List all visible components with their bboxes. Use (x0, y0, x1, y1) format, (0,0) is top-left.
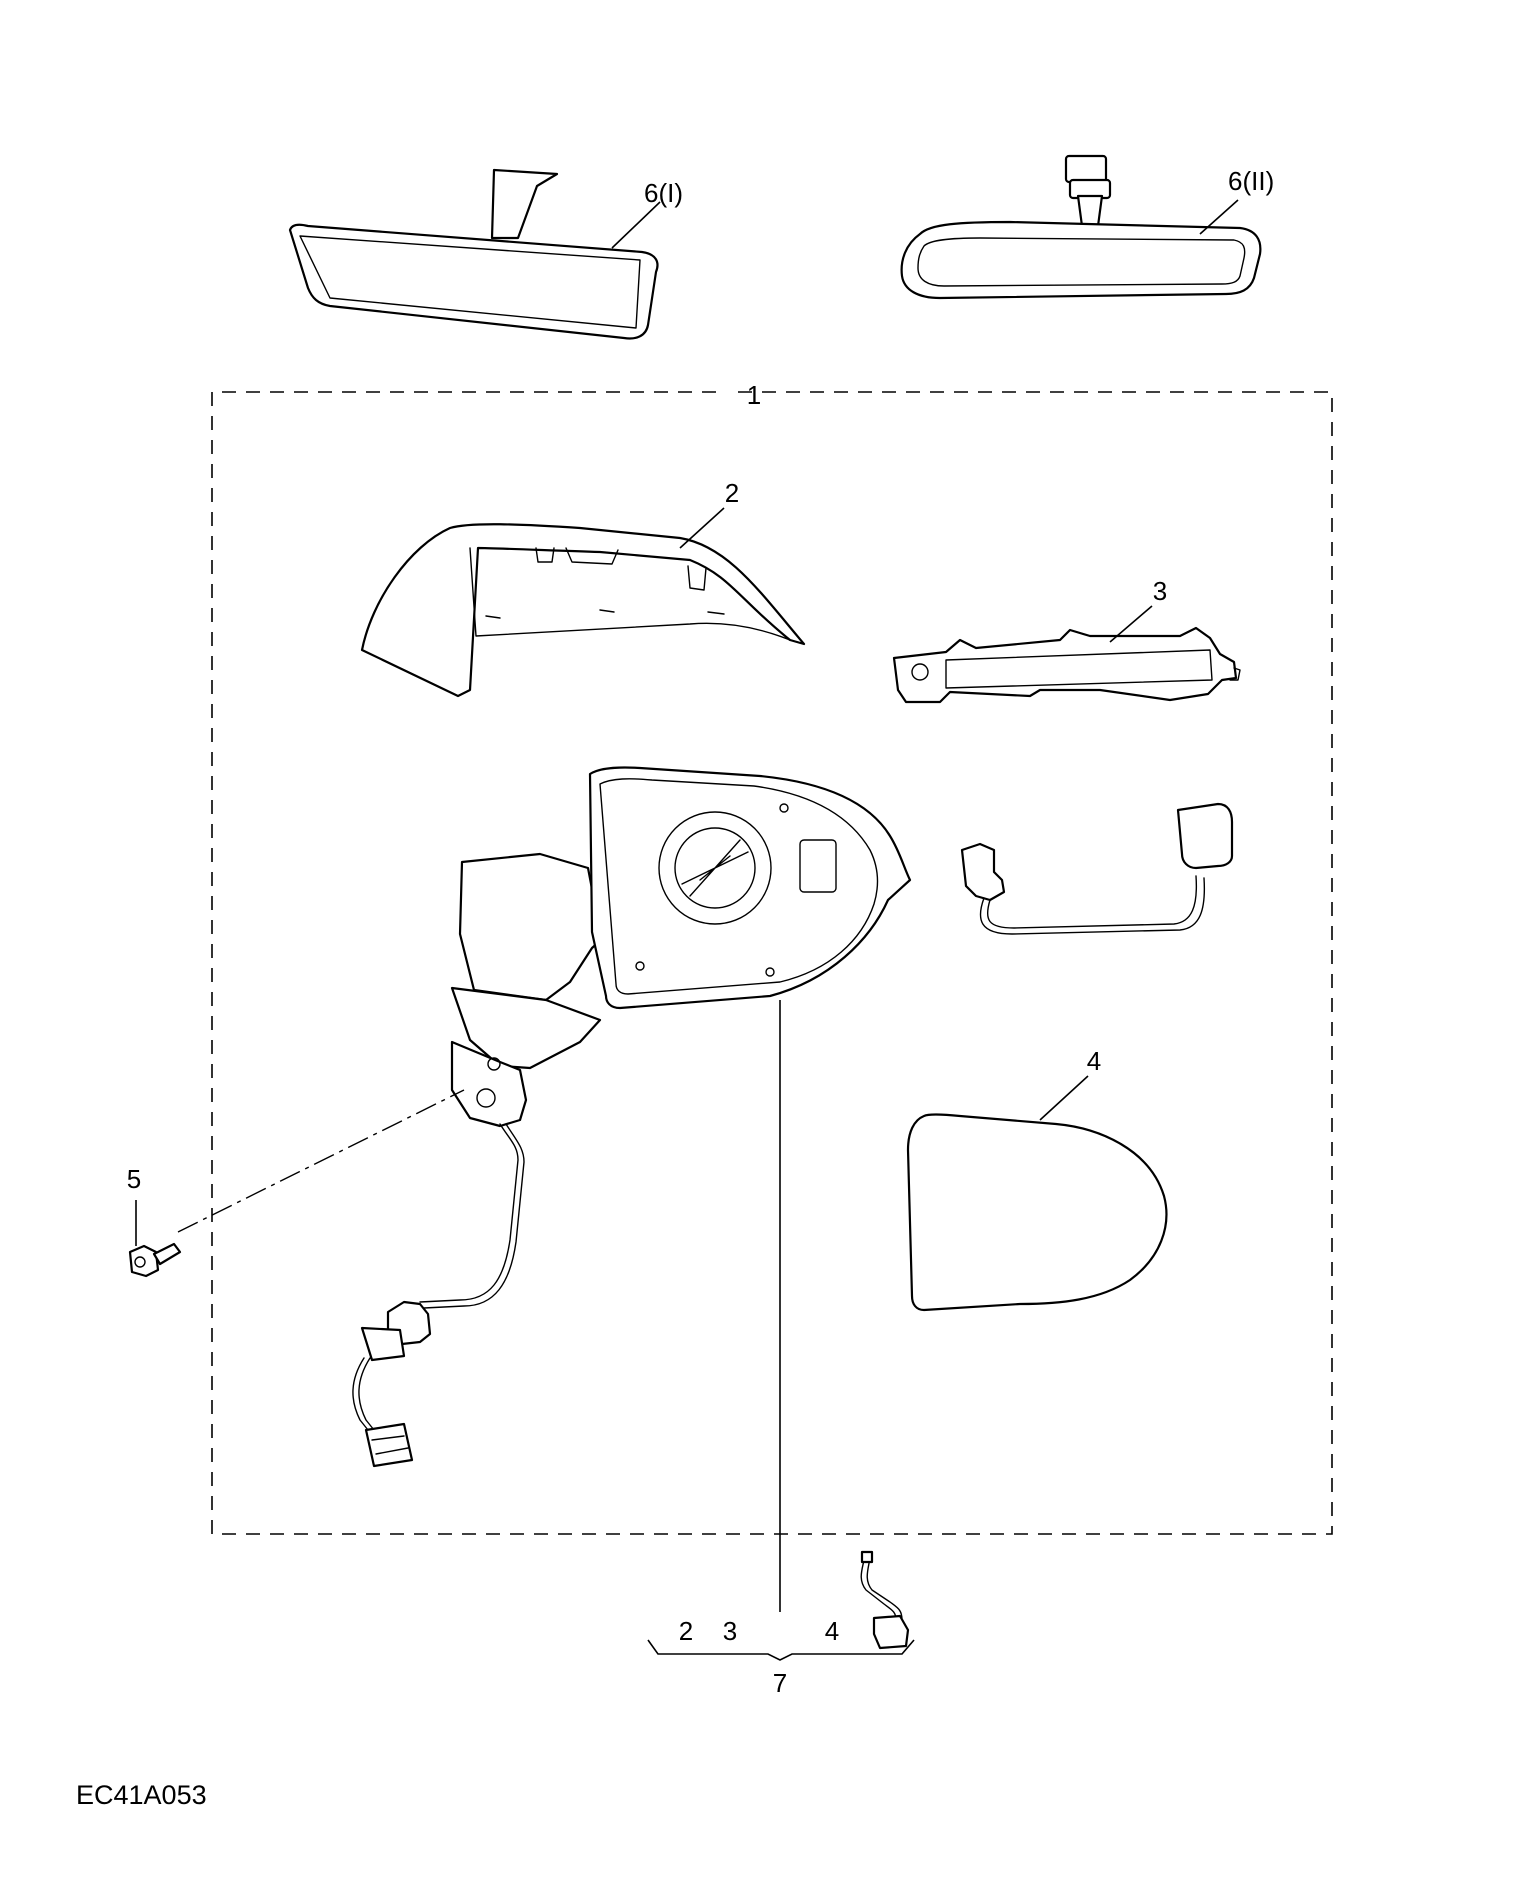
kit-connector (860, 1550, 910, 1650)
mirror-housing (352, 766, 912, 1468)
side-repeater-3 (892, 626, 1241, 704)
leader-4 (1039, 1075, 1089, 1121)
callout-4: 4 (1087, 1046, 1101, 1076)
leader-6i (611, 201, 661, 249)
mirror-cap-2 (360, 523, 806, 698)
kit-item-2: 2 (679, 1616, 693, 1646)
callout-6i: 6(I) (644, 178, 683, 208)
bolt-5 (128, 1242, 182, 1278)
kit-item-4: 4 (825, 1616, 839, 1646)
callout-6ii: 6(II) (1228, 166, 1274, 196)
figure-code: EC41A053 (76, 1780, 207, 1810)
interior-mirror-6ii (900, 154, 1262, 300)
wiring-harness (960, 802, 1234, 935)
kit-item-3: 3 (723, 1616, 737, 1646)
leader-6ii (1199, 199, 1239, 235)
callout-2: 2 (725, 478, 739, 508)
callout-5: 5 (127, 1164, 141, 1194)
mirror-glass-4 (906, 1113, 1168, 1312)
bolt-alignment-line (177, 1089, 465, 1233)
interior-mirror-6i (288, 168, 659, 340)
callout-1: 1 (747, 380, 761, 410)
leader-2 (679, 507, 725, 549)
callout-7: 7 (773, 1668, 787, 1698)
assembly-boundary (211, 391, 1333, 1535)
kit-brace (647, 1639, 915, 1661)
leader-3 (1109, 605, 1153, 643)
callout-3: 3 (1153, 576, 1167, 606)
